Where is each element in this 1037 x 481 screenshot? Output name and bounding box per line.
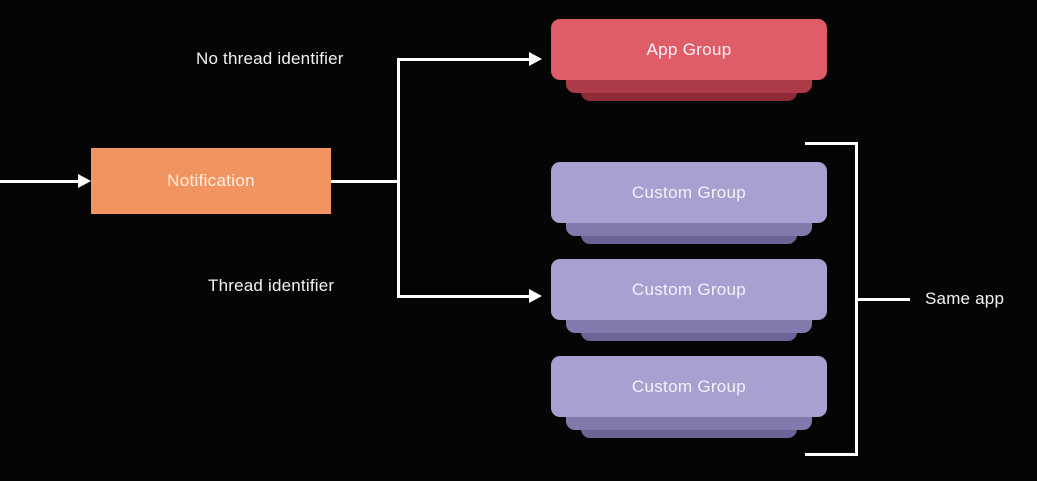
- node-notification[interactable]: Notification: [91, 148, 331, 214]
- incoming-arrow-head: [78, 174, 91, 188]
- incoming-connector-line: [0, 180, 78, 183]
- node-notification-label: Notification: [167, 171, 255, 190]
- node-custom-group-2-label: Custom Group: [631, 279, 747, 299]
- bracket-top-arm: [805, 142, 858, 145]
- custom-group-1-stack-front: Custom Group: [551, 162, 827, 223]
- node-custom-group-3-label: Custom Group: [631, 376, 747, 396]
- branch-lower-line: [397, 295, 529, 298]
- bracket-bottom-arm: [805, 453, 858, 456]
- bracket-label-same-app: Same app: [925, 289, 1005, 308]
- app-group-stack-front: App Group: [551, 19, 827, 80]
- node-custom-group-3[interactable]: Custom Group: [551, 356, 827, 454]
- node-custom-group-1-label: Custom Group: [631, 182, 747, 202]
- node-app-group-label: App Group: [646, 39, 732, 59]
- branch-lower-arrow-head: [529, 289, 542, 303]
- branch-vertical-line: [397, 58, 400, 298]
- node-app-group[interactable]: App Group: [551, 19, 827, 117]
- custom-group-3-stack-front: Custom Group: [551, 356, 827, 417]
- custom-group-2-stack-front: Custom Group: [551, 259, 827, 320]
- branch-upper-arrow-head: [529, 52, 542, 66]
- branch-label-thread-identifier: Thread identifier: [208, 276, 335, 295]
- bracket-stub: [855, 298, 910, 301]
- node-custom-group-1[interactable]: Custom Group: [551, 162, 827, 260]
- branch-upper-line: [397, 58, 529, 61]
- branch-trunk-line: [331, 180, 400, 183]
- branch-label-no-thread-identifier: No thread identifier: [196, 49, 344, 68]
- node-custom-group-2[interactable]: Custom Group: [551, 259, 827, 357]
